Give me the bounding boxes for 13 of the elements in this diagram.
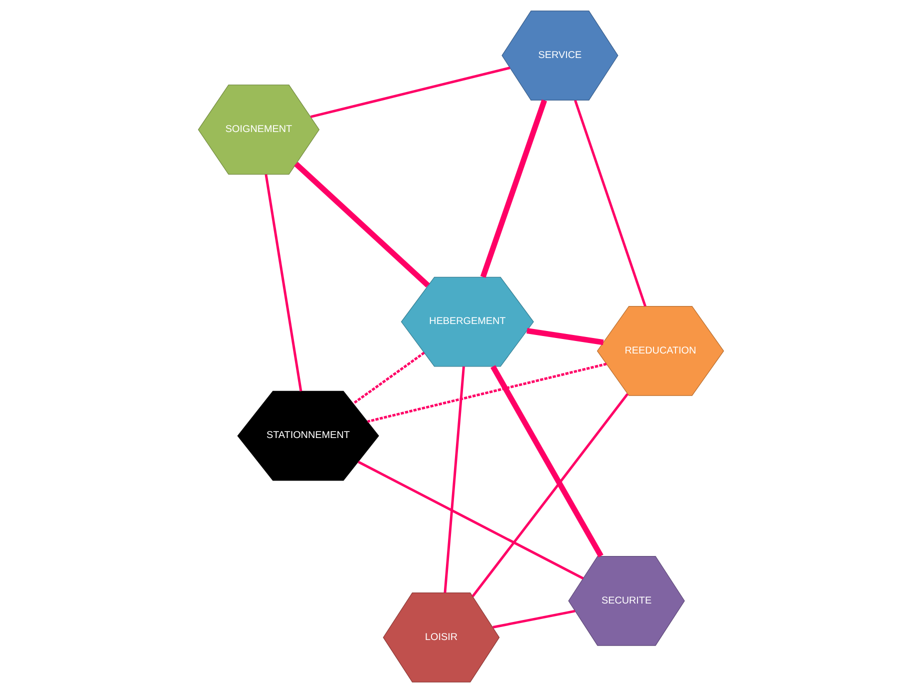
connector [471, 393, 628, 598]
connector [526, 328, 604, 346]
connector [492, 610, 575, 628]
connector [352, 352, 424, 404]
connector [480, 99, 547, 278]
connector [490, 365, 603, 558]
connector [294, 162, 430, 288]
connector [264, 174, 302, 392]
connector [357, 460, 584, 580]
connector [574, 100, 646, 307]
connector [366, 362, 606, 423]
connector [443, 366, 464, 593]
connector [310, 66, 510, 118]
